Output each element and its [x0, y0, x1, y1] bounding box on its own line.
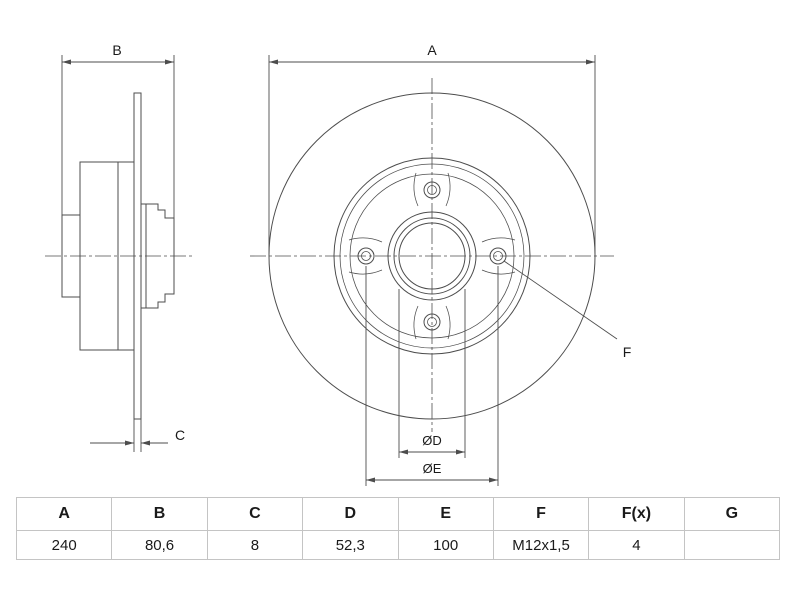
spec-value-d: 52,3 — [302, 530, 399, 560]
callout-f-leader — [503, 260, 618, 340]
dim-d-label: ØD — [422, 433, 442, 448]
spec-value-a: 240 — [15, 530, 113, 560]
spec-value-fx: 4 — [588, 530, 685, 560]
spec-header-f: F — [492, 497, 590, 531]
spec-header-g: G — [683, 497, 781, 531]
spec-header-d: D — [302, 497, 399, 531]
front-view: A — [250, 42, 631, 486]
dim-b-label: B — [112, 42, 121, 58]
spec-table-body: A B C D E F F(x) G 240 80,6 8 52,3 100 M… — [15, 497, 781, 560]
spec-table: A B C D E F F(x) G 240 80,6 8 52,3 100 M… — [15, 497, 781, 560]
spec-value-f: M12x1,5 — [492, 530, 590, 560]
dim-e-label: ØE — [423, 461, 442, 476]
spec-value-b: 80,6 — [111, 530, 208, 560]
side-view: B C — [45, 42, 192, 452]
hub-stub-right — [140, 203, 175, 309]
callout-f-label: F — [623, 344, 632, 360]
spec-header-a: A — [15, 497, 113, 531]
spec-header-e: E — [397, 497, 494, 531]
spec-value-e: 100 — [397, 530, 494, 560]
bolt-boss-outline — [413, 172, 451, 207]
spec-header-c: C — [206, 497, 304, 531]
spec-value-g — [683, 530, 781, 560]
spec-header-b: B — [111, 497, 208, 531]
spec-header-fx: F(x) — [588, 497, 685, 531]
brake-disc-drawing: B C A — [45, 42, 631, 486]
dim-c-label: C — [175, 427, 185, 443]
spec-value-row: 240 80,6 8 52,3 100 M12x1,5 4 — [15, 530, 781, 560]
spec-header-row: A B C D E F F(x) G — [15, 497, 781, 531]
dim-a-label: A — [427, 42, 437, 58]
spec-value-c: 8 — [206, 530, 304, 560]
bolt-boss-outline — [413, 305, 451, 340]
